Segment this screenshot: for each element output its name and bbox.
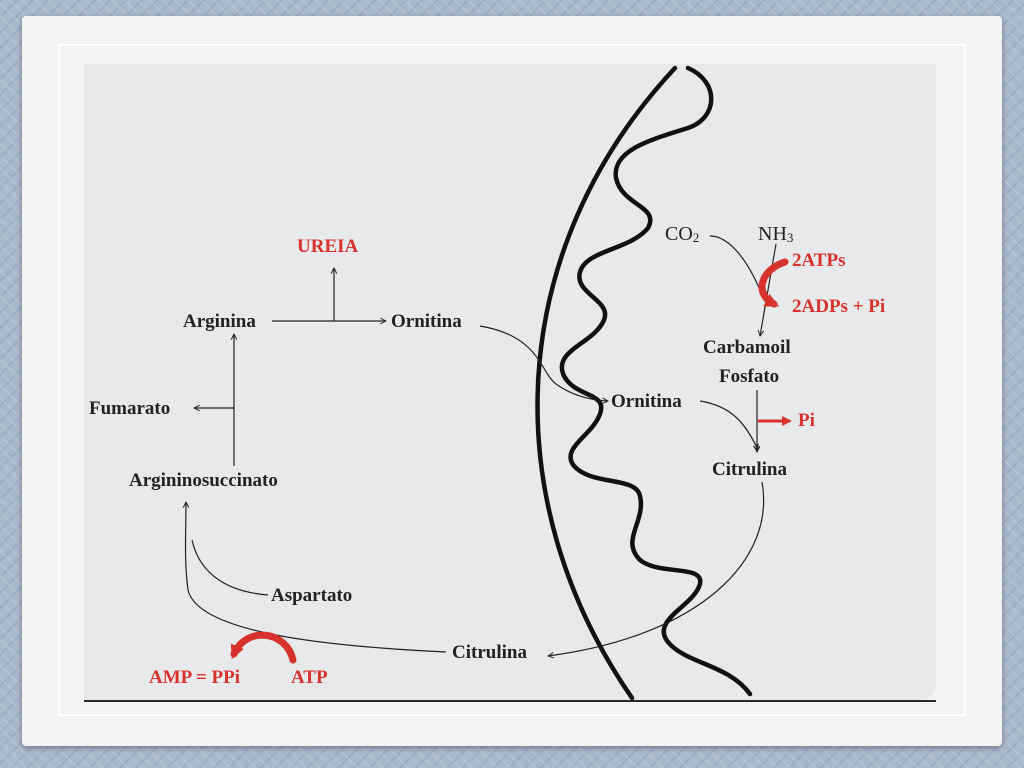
ornitina-mito-label: Ornitina bbox=[611, 391, 682, 412]
atp-label: ATP bbox=[291, 667, 328, 688]
co2-subscript: 2 bbox=[692, 230, 700, 245]
citrulina-mito-label: Citrulina bbox=[712, 459, 787, 480]
aspartato-label: Aspartato bbox=[271, 585, 353, 606]
arginina-label: Arginina bbox=[183, 311, 256, 332]
adps-label: 2ADPs + Pi bbox=[792, 296, 886, 317]
citrulina-cytosol-label: Citrulina bbox=[452, 642, 527, 663]
slide-canvas bbox=[84, 64, 936, 700]
ureia-label: UREIA bbox=[297, 236, 359, 257]
inner-membrane-cristae bbox=[559, 65, 753, 697]
arrow-aspartato-join bbox=[191, 539, 269, 596]
atps-label: 2ATPs bbox=[792, 250, 846, 271]
carbamoil-label: Carbamoil bbox=[703, 337, 791, 358]
co2-main-text: CO bbox=[665, 223, 693, 245]
arrow-citrulina-transport bbox=[548, 481, 765, 656]
arrow-nh3-carbamoil bbox=[760, 243, 777, 336]
fosfato-label: Fosfato bbox=[719, 366, 780, 387]
fumarato-label: Fumarato bbox=[89, 398, 171, 419]
ornitina-cytosol-label: Ornitina bbox=[391, 311, 462, 332]
arrow-citrulina-argininosuccinato bbox=[186, 502, 447, 653]
outer-membrane bbox=[535, 65, 678, 701]
nh3-label: NH3 bbox=[758, 224, 793, 244]
nh3-subscript: 3 bbox=[786, 230, 794, 245]
argininosuccinato-label: Argininosuccinato bbox=[129, 470, 278, 491]
frame-inner-border bbox=[58, 44, 966, 716]
arrow-ornitina-citrulina bbox=[699, 400, 758, 450]
arrow-ornitina-transport bbox=[479, 325, 608, 401]
slide-baseline bbox=[84, 700, 936, 702]
amp-ppi-label: AMP = PPi bbox=[149, 667, 241, 688]
co2-label: CO2 bbox=[665, 224, 699, 244]
arrow-co2-carbamoil bbox=[709, 235, 761, 291]
arrow-atp-amp-arc bbox=[230, 631, 297, 664]
nh3-main-text: NH bbox=[758, 223, 787, 245]
arrow-atp-curl bbox=[758, 258, 789, 308]
pi-label: Pi bbox=[798, 410, 815, 431]
